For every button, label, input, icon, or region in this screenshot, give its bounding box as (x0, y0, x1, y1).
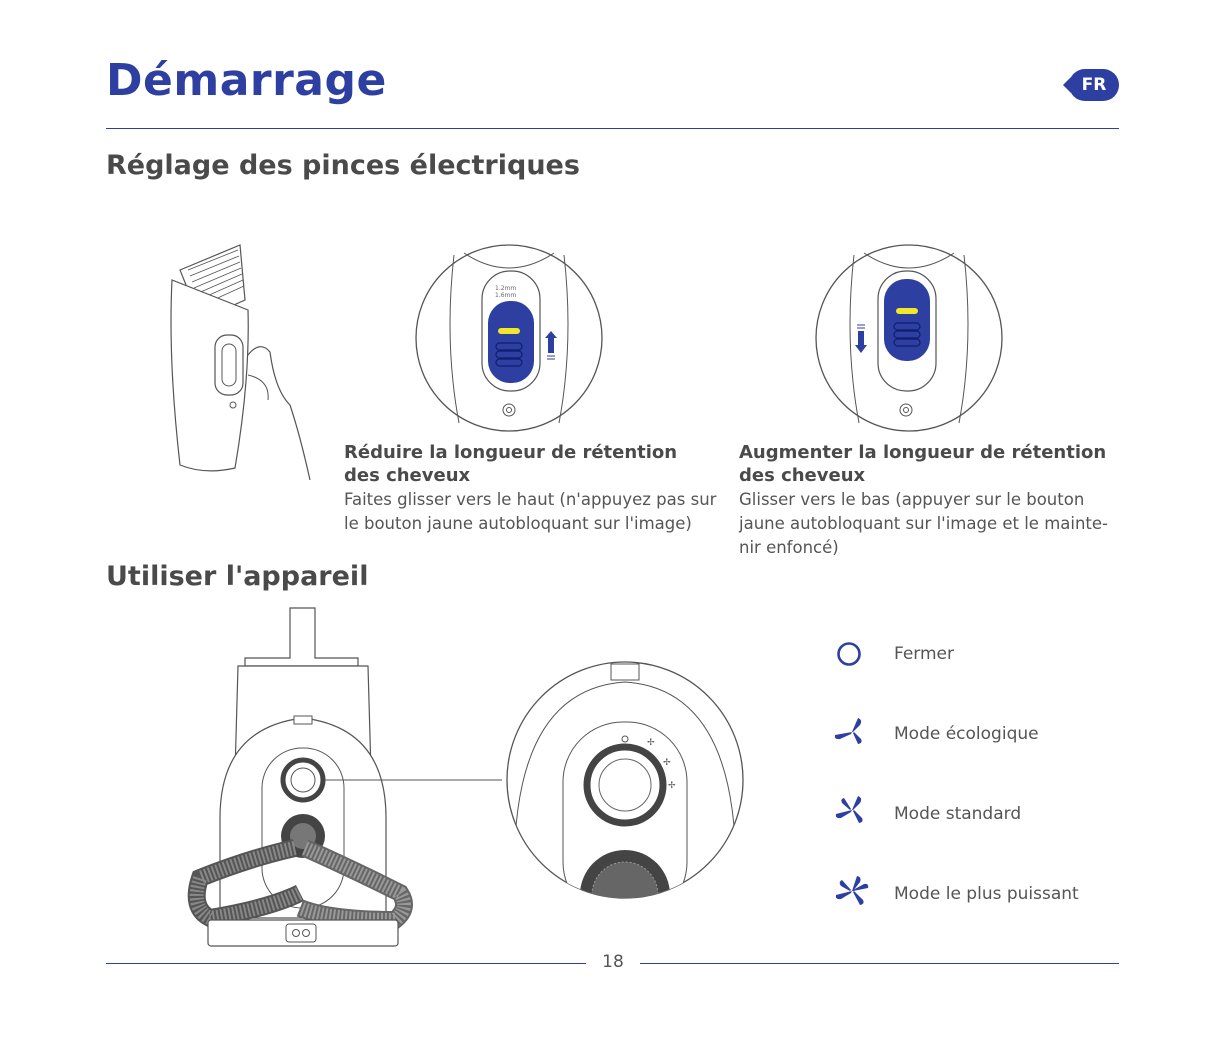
circle-off-icon (837, 642, 861, 666)
increase-title-line1: Augmenter la longueur de rétention (739, 442, 1107, 463)
footer-divider-right (640, 963, 1119, 964)
reduce-title-line2: des cheveux (344, 465, 471, 486)
increase-text-line1: Glisser vers le bas (appuyer sur le bout… (739, 490, 1085, 509)
svg-text:✢: ✢ (663, 758, 671, 768)
fan-eco-icon (834, 718, 862, 744)
mode-label-off: Fermer (894, 644, 955, 664)
clipper-dial-up-illustration (415, 244, 603, 432)
clipper-dial-down-illustration (815, 244, 1003, 432)
dial-label-2: 1.6mm (495, 292, 517, 299)
mode-label-max: Mode le plus puissant (894, 884, 1079, 904)
dial-label-1: 1.2mm (495, 285, 517, 292)
header-divider (106, 128, 1119, 129)
reduce-text-line2: le bouton jaune autobloquant sur l'image… (344, 514, 692, 533)
page-number: 18 (602, 952, 624, 972)
mode-label-standard: Mode standard (894, 804, 1022, 824)
increase-title-line2: des cheveux (739, 465, 866, 486)
svg-text:✢: ✢ (668, 781, 676, 791)
svg-text:✢: ✢ (647, 738, 655, 748)
hair-clipper-illustration (170, 244, 311, 481)
footer-divider-left (106, 963, 586, 964)
reduce-text-line1: Faites glisser vers le haut (n'appuyez p… (344, 490, 717, 509)
dryer-dial-zoom-illustration: ✢ ✢ ✢ (506, 661, 744, 899)
reduce-title-line1: Réduire la longueur de rétention (344, 442, 678, 463)
increase-text-line3: nir enfoncé) (739, 538, 839, 557)
mode-label-eco: Mode écologique (894, 724, 1039, 744)
section-heading-use-device: Utiliser l'appareil (106, 561, 369, 592)
language-badge: FR (1063, 69, 1119, 101)
increase-text-line2: jaune autobloquant sur l'image et le mai… (739, 514, 1108, 533)
page-title: Démarrage (106, 55, 387, 106)
section-heading-clipper-adjust: Réglage des pinces électriques (106, 150, 580, 181)
fan-standard-icon (835, 796, 863, 823)
dryer-device-illustration (187, 607, 502, 947)
fan-max-icon (835, 876, 869, 905)
